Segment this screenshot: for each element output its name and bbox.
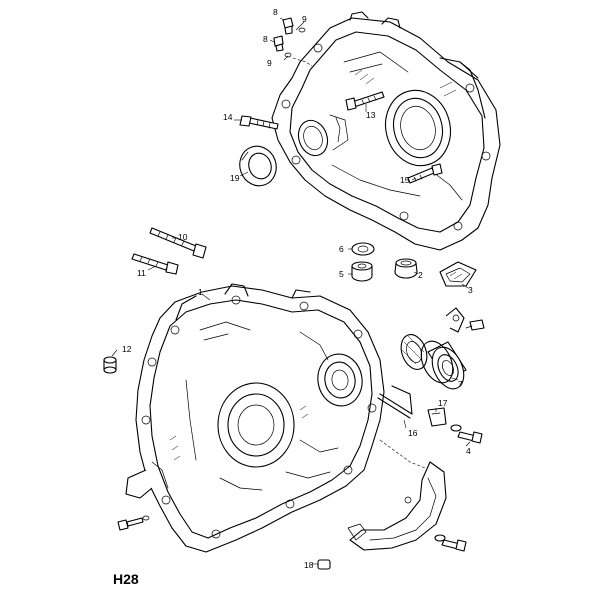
leader-lines xyxy=(111,17,471,565)
bolt-11 xyxy=(131,253,179,275)
clip-17 xyxy=(427,407,447,427)
callout-16: 16 xyxy=(408,428,418,438)
plug-8-lower xyxy=(273,35,284,52)
callout-9-upper: 9 xyxy=(302,14,307,24)
bolt-lower-left xyxy=(117,515,150,531)
bolt-lower-right xyxy=(434,534,467,552)
callout-1: 1 xyxy=(198,287,203,297)
callout-18: 18 xyxy=(304,560,314,570)
callout-2: 2 xyxy=(418,270,423,280)
callout-7: 7 xyxy=(458,379,463,389)
bracket-3 xyxy=(439,261,477,287)
callout-11: 11 xyxy=(137,268,146,278)
bearing-7 xyxy=(420,340,467,390)
shield-plate xyxy=(347,439,447,551)
callout-19: 19 xyxy=(230,173,240,183)
upper-housing xyxy=(271,11,501,251)
callout-labels: 8 9 8 9 14 13 19 15 10 6 11 5 2 3 1 12 7… xyxy=(122,7,473,570)
bolt-14 xyxy=(239,115,279,130)
dowel-12 xyxy=(103,356,117,374)
callout-12: 12 xyxy=(122,344,132,354)
callout-10: 10 xyxy=(178,232,188,242)
bolt-4 xyxy=(450,424,483,444)
callout-8-lower: 8 xyxy=(263,34,268,44)
callout-17: 17 xyxy=(438,398,448,408)
plug-8-upper xyxy=(282,17,294,35)
plug-18 xyxy=(317,559,331,570)
bolt-13 xyxy=(345,91,385,111)
retaining-clip xyxy=(445,307,485,333)
callout-8-upper: 8 xyxy=(273,7,278,17)
callout-4: 4 xyxy=(466,446,471,456)
nut-5 xyxy=(351,261,373,282)
washer-9-upper xyxy=(298,27,306,33)
washer-9-lower xyxy=(284,52,292,58)
callout-9-lower: 9 xyxy=(267,58,272,68)
callout-13: 13 xyxy=(366,110,376,120)
callout-15: 15 xyxy=(400,175,410,185)
lower-housing xyxy=(125,283,385,553)
callout-3: 3 xyxy=(468,285,473,295)
callout-5: 5 xyxy=(339,269,344,279)
nut-2 xyxy=(394,258,418,279)
diagram-code: H28 xyxy=(113,571,139,587)
bolt-15 xyxy=(407,163,443,184)
pin-16 xyxy=(377,385,413,419)
washer-6 xyxy=(351,242,375,256)
callout-14: 14 xyxy=(223,112,233,122)
seal-ring-19 xyxy=(239,145,277,187)
callout-6: 6 xyxy=(339,244,344,254)
bolt-10 xyxy=(149,227,207,259)
needle-bearing xyxy=(400,334,428,370)
